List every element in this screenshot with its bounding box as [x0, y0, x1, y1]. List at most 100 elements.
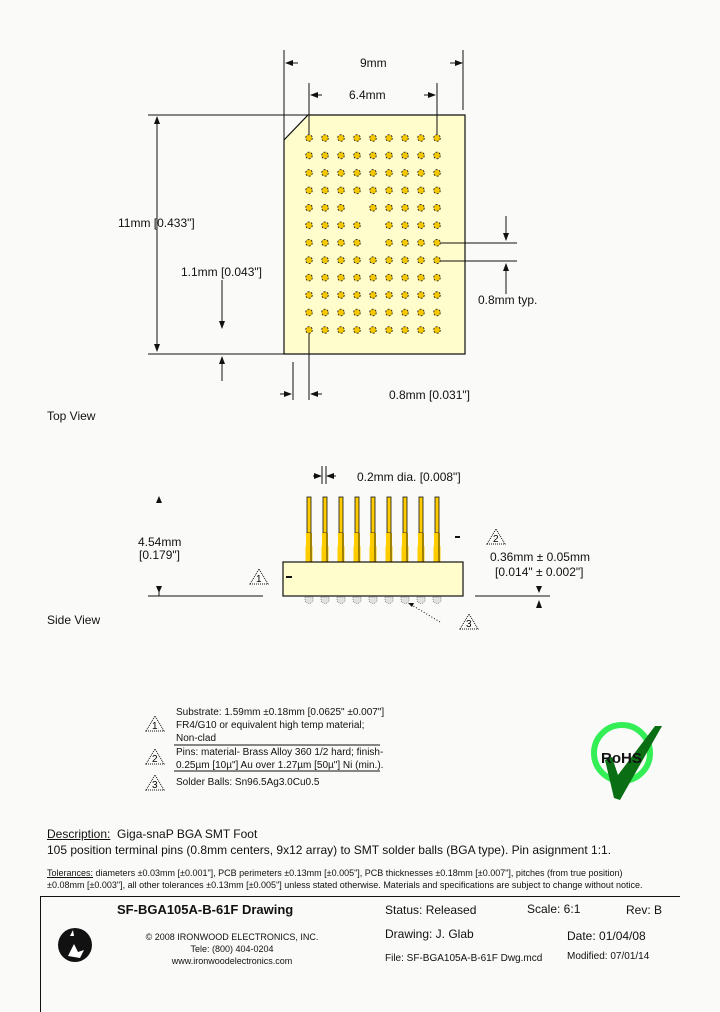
pin — [321, 169, 329, 177]
pin — [385, 291, 393, 299]
pin — [305, 256, 313, 264]
title-block-divider — [40, 896, 680, 897]
title-block-left-border — [40, 896, 41, 1012]
note-2-line-2: 0.25µm [10µ"] Au over 1.27µm [50µ"] Ni (… — [176, 760, 384, 771]
pin — [401, 169, 409, 177]
pin — [433, 238, 441, 247]
pin — [305, 151, 313, 160]
pin — [385, 326, 393, 334]
pin — [321, 151, 329, 160]
dim-pitch-typ: 0.8mm typ. — [478, 293, 538, 307]
pin — [353, 273, 361, 282]
pin — [417, 256, 425, 264]
pin — [417, 186, 425, 195]
solder-ball — [384, 596, 394, 604]
pin — [385, 221, 393, 229]
pin — [369, 204, 377, 212]
pin — [433, 134, 441, 142]
pin — [401, 221, 409, 229]
pin — [321, 273, 329, 282]
pin — [353, 308, 361, 317]
dim-side-offset: 0.8mm [0.031"] — [389, 388, 470, 402]
pin — [433, 273, 441, 282]
pin — [385, 256, 393, 264]
svg-text:1: 1 — [256, 574, 262, 585]
rohs-logo — [591, 722, 662, 800]
file-name: File: SF-BGA105A-B-61F Dwg.mcd — [385, 953, 543, 964]
pin — [321, 238, 329, 247]
side-view-pins — [304, 496, 442, 604]
pin — [305, 169, 313, 177]
note-1-line-3: Non-clad — [176, 733, 217, 744]
pin — [321, 204, 329, 212]
pin — [433, 221, 441, 229]
pin — [417, 326, 425, 334]
pin — [305, 134, 313, 142]
drawn-by: Drawing: J. Glab — [385, 927, 474, 941]
pin — [305, 308, 313, 317]
svg-text:2: 2 — [493, 534, 499, 545]
dim-height-in: [0.179"] — [139, 548, 180, 562]
pin — [321, 291, 329, 299]
dim-width-pins: 6.4mm — [349, 88, 386, 102]
svg-text:3: 3 — [152, 780, 158, 791]
pin — [369, 186, 377, 195]
solder-ball — [416, 596, 426, 604]
pin — [385, 308, 393, 317]
pin — [369, 256, 377, 264]
tolerances: Tolerances: diameters ±0.03mm [±0.001"],… — [47, 867, 642, 891]
pin — [305, 204, 313, 212]
solder-ball — [352, 596, 362, 604]
pin — [417, 151, 425, 160]
pin — [337, 151, 345, 160]
note-1: Substrate: 1.59mm ±0.18mm [0.0625" ±0.00… — [176, 706, 384, 745]
pin — [417, 273, 425, 282]
pin — [385, 273, 393, 282]
pin — [369, 273, 377, 282]
pin — [417, 204, 425, 212]
drawing-title: SF-BGA105A-B-61F Drawing — [117, 902, 294, 917]
pin-grid — [305, 134, 441, 334]
pin — [337, 134, 345, 142]
pin — [417, 308, 425, 317]
pin — [353, 134, 361, 142]
pin — [353, 169, 361, 177]
scale: Scale: 6:1 — [527, 902, 581, 916]
pin — [401, 238, 409, 247]
copyright: © 2008 IRONWOOD ELECTRONICS, INC. — [145, 932, 319, 942]
pin — [385, 186, 393, 195]
pin — [353, 326, 361, 334]
pin — [353, 221, 361, 229]
pin — [353, 186, 361, 195]
company-info: © 2008 IRONWOOD ELECTRONICS, INC. Tele: … — [142, 931, 322, 967]
note-2-line-1: Pins: material- Brass Alloy 360 1/2 hard… — [176, 747, 384, 758]
pin — [401, 186, 409, 195]
pin — [385, 169, 393, 177]
note-1-line-2: FR4/G10 or equivalent high temp material… — [176, 720, 365, 731]
description-body: 105 position terminal pins (0.8mm center… — [47, 843, 612, 857]
pin — [417, 291, 425, 299]
pin — [321, 134, 329, 142]
pin — [337, 221, 345, 229]
svg-text:3: 3 — [466, 619, 472, 630]
pin — [321, 326, 329, 334]
pin — [385, 134, 393, 142]
pin — [305, 186, 313, 195]
dim-edge-offset: 1.1mm [0.043"] — [181, 265, 262, 279]
dim-height: 11mm [0.433"] — [118, 216, 195, 230]
svg-text:2: 2 — [152, 754, 158, 765]
pin — [321, 308, 329, 317]
modified-date: Modified: 07/01/14 — [567, 951, 650, 962]
status: Status: Released — [385, 903, 477, 917]
pin — [337, 204, 345, 212]
pin — [337, 169, 345, 177]
pin — [321, 221, 329, 229]
pin — [369, 326, 377, 334]
pin — [369, 169, 377, 177]
pin — [417, 221, 425, 229]
dim-ball-in: [0.014" ± 0.002"] — [495, 565, 584, 579]
ironwood-logo — [58, 928, 92, 962]
dim-ball-mm: 0.36mm ± 0.05mm — [490, 550, 590, 564]
dim-width-outer: 9mm — [360, 56, 387, 70]
